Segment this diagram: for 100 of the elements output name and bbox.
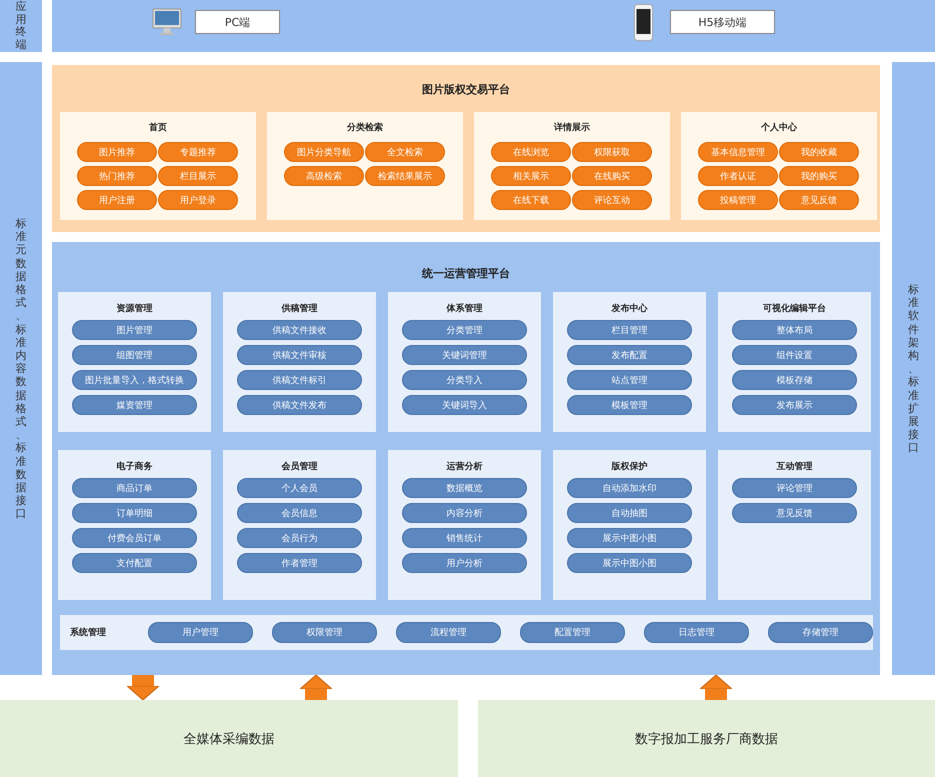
feature-pill: 栏目展示: [158, 166, 238, 186]
feature-pill: 相关展示: [491, 166, 571, 186]
module-card: [718, 292, 871, 432]
module-heading: 资源管理: [116, 302, 152, 315]
feature-pill: 评论管理: [732, 478, 857, 498]
feature-pill: 作者管理: [237, 553, 362, 573]
block-arrow: [126, 675, 160, 700]
feature-pill: 商品订单: [72, 478, 197, 498]
module-card: [223, 450, 376, 600]
feature-pill: 分类管理: [402, 320, 527, 340]
feature-pill: 供稿文件标引: [237, 370, 362, 390]
module-heading: 系统管理: [70, 626, 106, 639]
feature-pill: 展示中图小图: [567, 528, 692, 548]
feature-pill: 供稿文件接收: [237, 320, 362, 340]
feature-pill: 订单明细: [72, 503, 197, 523]
feature-pill: 用户登录: [158, 190, 238, 210]
platform-panel: [52, 242, 880, 675]
feature-pill: 付费会员订单: [72, 528, 197, 548]
feature-pill: 图片分类导航: [284, 142, 364, 162]
module-card: [267, 112, 463, 220]
feature-pill: 基本信息管理: [698, 142, 778, 162]
feature-pill: 意见反馈: [732, 503, 857, 523]
feature-pill: 流程管理: [396, 622, 501, 643]
feature-pill: 会员行为: [237, 528, 362, 548]
system-bar: [60, 615, 873, 650]
feature-pill: 在线购买: [572, 166, 652, 186]
feature-pill: 供稿文件审核: [237, 345, 362, 365]
feature-pill: 用户分析: [402, 553, 527, 573]
platform-panel: [52, 65, 880, 232]
module-heading: 互动管理: [776, 460, 812, 473]
feature-pill: 用户注册: [77, 190, 157, 210]
feature-pill: 我的购买: [779, 166, 859, 186]
feature-pill: 栏目管理: [567, 320, 692, 340]
module-heading: 供稿管理: [282, 302, 318, 315]
feature-pill: 在线下载: [491, 190, 571, 210]
feature-pill: 整体布局: [732, 320, 857, 340]
feature-pill: 分类导入: [402, 370, 527, 390]
feature-pill: 站点管理: [567, 370, 692, 390]
feature-pill: 展示中图小图: [567, 553, 692, 573]
feature-pill: 发布展示: [732, 395, 857, 415]
feature-pill: 组件设置: [732, 345, 857, 365]
feature-pill: 自动抽图: [567, 503, 692, 523]
module-card: [223, 292, 376, 432]
feature-pill: 销售统计: [402, 528, 527, 548]
feature-pill: 配置管理: [520, 622, 625, 643]
feature-pill: 内容分析: [402, 503, 527, 523]
module-heading: 版权保护: [612, 460, 648, 473]
feature-pill: 发布配置: [567, 345, 692, 365]
terminal-box: H5移动端: [670, 10, 775, 34]
module-card: [388, 450, 541, 600]
side-bar: 标准软件架构、标准扩展接口: [892, 62, 935, 675]
module-heading: 可视化编辑平台: [763, 302, 826, 315]
module-heading: 个人中心: [761, 121, 797, 134]
feature-pill: 模板管理: [567, 395, 692, 415]
feature-pill: 用户管理: [148, 622, 253, 643]
module-card: [474, 112, 670, 220]
module-card: [718, 450, 871, 600]
module-heading: 体系管理: [446, 302, 482, 315]
module-card: [58, 450, 211, 600]
module-heading: 发布中心: [612, 302, 648, 315]
module-card: [58, 292, 211, 432]
feature-pill: 权限获取: [572, 142, 652, 162]
feature-pill: 会员信息: [237, 503, 362, 523]
feature-pill: 我的收藏: [779, 142, 859, 162]
feature-pill: 检索结果展示: [365, 166, 445, 186]
feature-pill: 支付配置: [72, 553, 197, 573]
panel-title: 图片版权交易平台: [421, 82, 511, 97]
data-source-box: 数字报加工服务厂商数据: [478, 700, 935, 777]
side-bar: 应用终端: [0, 0, 42, 52]
feature-pill: 数据概览: [402, 478, 527, 498]
feature-pill: 自动添加水印: [567, 478, 692, 498]
terminal-band: [52, 0, 935, 52]
feature-pill: 投稿管理: [698, 190, 778, 210]
terminal-box: PC端: [195, 10, 280, 34]
feature-pill: 权限管理: [272, 622, 377, 643]
feature-pill: 个人会员: [237, 478, 362, 498]
module-heading: 电子商务: [116, 460, 152, 473]
module-heading: 分类检索: [347, 121, 383, 134]
feature-pill: 媒资管理: [72, 395, 197, 415]
module-card: [553, 450, 706, 600]
data-source-box: 全媒体采编数据: [0, 700, 458, 777]
feature-pill: 供稿文件发布: [237, 395, 362, 415]
module-heading: 运营分析: [446, 460, 482, 473]
module-card: [388, 292, 541, 432]
feature-pill: 作者认证: [698, 166, 778, 186]
feature-pill: 关键词导入: [402, 395, 527, 415]
feature-pill: 图片推荐: [77, 142, 157, 162]
feature-pill: 图片管理: [72, 320, 197, 340]
feature-pill: 关键词管理: [402, 345, 527, 365]
feature-pill: 存储管理: [768, 622, 873, 643]
panel-title: 统一运营管理平台: [420, 266, 511, 281]
block-arrow: [300, 674, 332, 700]
feature-pill: 评论互动: [572, 190, 652, 210]
module-heading: 会员管理: [282, 460, 318, 473]
feature-pill: 高级检索: [284, 166, 364, 186]
module-card: [553, 292, 706, 432]
module-heading: 首页: [149, 122, 167, 134]
block-arrow: [700, 674, 732, 700]
feature-pill: 图片批量导入，格式转换: [72, 370, 197, 390]
feature-pill: 热门推荐: [77, 166, 157, 186]
